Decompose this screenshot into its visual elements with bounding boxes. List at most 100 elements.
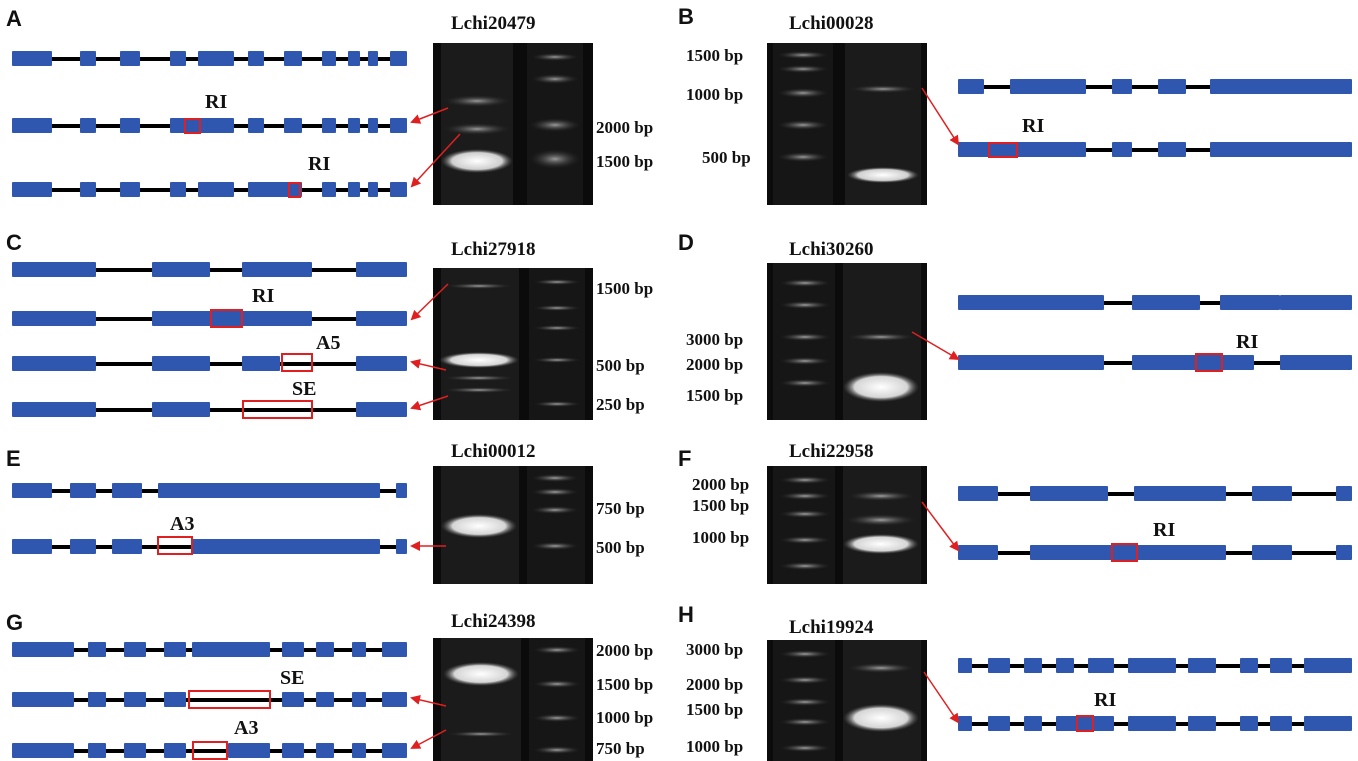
ladder-band	[533, 646, 581, 654]
ladder-band	[533, 401, 581, 407]
gene-structure-c-isoform-3	[12, 356, 407, 371]
event-highlight-box	[210, 309, 243, 328]
exon	[124, 743, 146, 758]
exon	[1088, 658, 1114, 673]
exon	[1134, 486, 1226, 501]
gel-band	[447, 731, 515, 737]
exon	[1128, 716, 1176, 731]
exon	[958, 295, 1104, 310]
gel-band	[441, 149, 513, 173]
exon	[12, 483, 52, 498]
gel-image-b	[767, 43, 927, 205]
exon	[170, 182, 186, 197]
panel-letter-c: C	[6, 230, 22, 255]
intron-line	[12, 748, 407, 753]
gel-band	[847, 333, 915, 341]
exon	[1188, 658, 1216, 673]
panel-letter-g: G	[6, 610, 24, 635]
exon	[1210, 79, 1352, 94]
ladder-band	[779, 562, 831, 570]
exon	[164, 743, 186, 758]
gel-band	[443, 375, 515, 381]
exon	[988, 716, 1010, 731]
gel-band	[441, 514, 517, 538]
event-label-ri: RI	[1094, 689, 1117, 711]
gene-title-c: Lchi27918	[451, 239, 536, 260]
ladder-band	[779, 301, 831, 309]
size-marker-label: 2000 bp	[596, 641, 654, 660]
exon	[152, 262, 210, 277]
intron-line	[12, 697, 407, 702]
size-marker-label: 750 bp	[596, 739, 645, 758]
panel-letter-e: E	[6, 446, 21, 471]
gel-band	[445, 283, 513, 289]
red-arrow	[923, 671, 960, 724]
ladder-band	[533, 305, 581, 311]
size-marker-label: 500 bp	[596, 356, 645, 375]
exon	[356, 402, 407, 417]
gel-band	[843, 704, 919, 732]
ladder-band	[529, 149, 581, 169]
ladder-band	[533, 714, 581, 722]
exon	[248, 118, 264, 133]
ladder-band	[779, 744, 831, 752]
exon	[382, 642, 407, 657]
ladder-band	[533, 325, 581, 331]
exon	[368, 182, 378, 197]
size-marker-label: 1500 bp	[686, 46, 744, 65]
exon	[352, 743, 366, 758]
exon	[356, 262, 407, 277]
exon	[12, 356, 96, 371]
exon	[164, 692, 186, 707]
gel-image-a	[433, 43, 593, 205]
exon	[12, 642, 74, 657]
ladder-lane	[773, 263, 835, 420]
exon	[12, 262, 96, 277]
ladder-band	[531, 53, 579, 61]
exon	[158, 483, 380, 498]
size-marker-label: 1000 bp	[596, 708, 654, 727]
gene-structure-e-isoform-2	[12, 539, 407, 554]
gel-lane	[441, 268, 519, 420]
gel-band	[443, 387, 515, 393]
red-arrow	[921, 87, 960, 146]
ladder-band	[779, 333, 831, 341]
exon	[284, 118, 302, 133]
ladder-band	[779, 676, 831, 684]
size-marker-label: 1500 bp	[686, 700, 744, 719]
ladder-band	[779, 718, 831, 726]
gene-title-d: Lchi30260	[789, 239, 874, 260]
exon	[352, 642, 366, 657]
exon	[1158, 142, 1186, 157]
intron-line	[958, 147, 1352, 152]
exon	[170, 51, 186, 66]
gene-structure-c-isoform-2	[12, 311, 407, 326]
gel-image-c	[433, 268, 593, 420]
ladder-band	[779, 536, 831, 544]
exon	[316, 642, 334, 657]
exon	[356, 356, 407, 371]
gel-lane	[843, 640, 921, 761]
size-marker-label: 250 bp	[596, 395, 645, 414]
event-highlight-box	[288, 182, 301, 198]
exon	[1270, 658, 1292, 673]
gene-structure-d-isoform-1	[958, 295, 1352, 310]
gene-structure-g-isoform-3	[12, 743, 407, 758]
exon	[316, 743, 334, 758]
event-highlight-box	[184, 118, 201, 134]
ladder-band	[533, 279, 581, 285]
exon	[958, 79, 984, 94]
exon	[152, 356, 210, 371]
exon	[958, 486, 998, 501]
exon	[352, 692, 366, 707]
ladder-band	[531, 474, 579, 482]
size-marker-label: 500 bp	[596, 538, 645, 557]
exon	[1280, 355, 1352, 370]
panel-letter-b: B	[678, 4, 694, 29]
exon	[958, 355, 1104, 370]
exon	[192, 642, 270, 657]
event-label-a3: A3	[170, 513, 195, 535]
exon	[958, 545, 998, 560]
gene-title-a: Lchi20479	[451, 13, 536, 34]
